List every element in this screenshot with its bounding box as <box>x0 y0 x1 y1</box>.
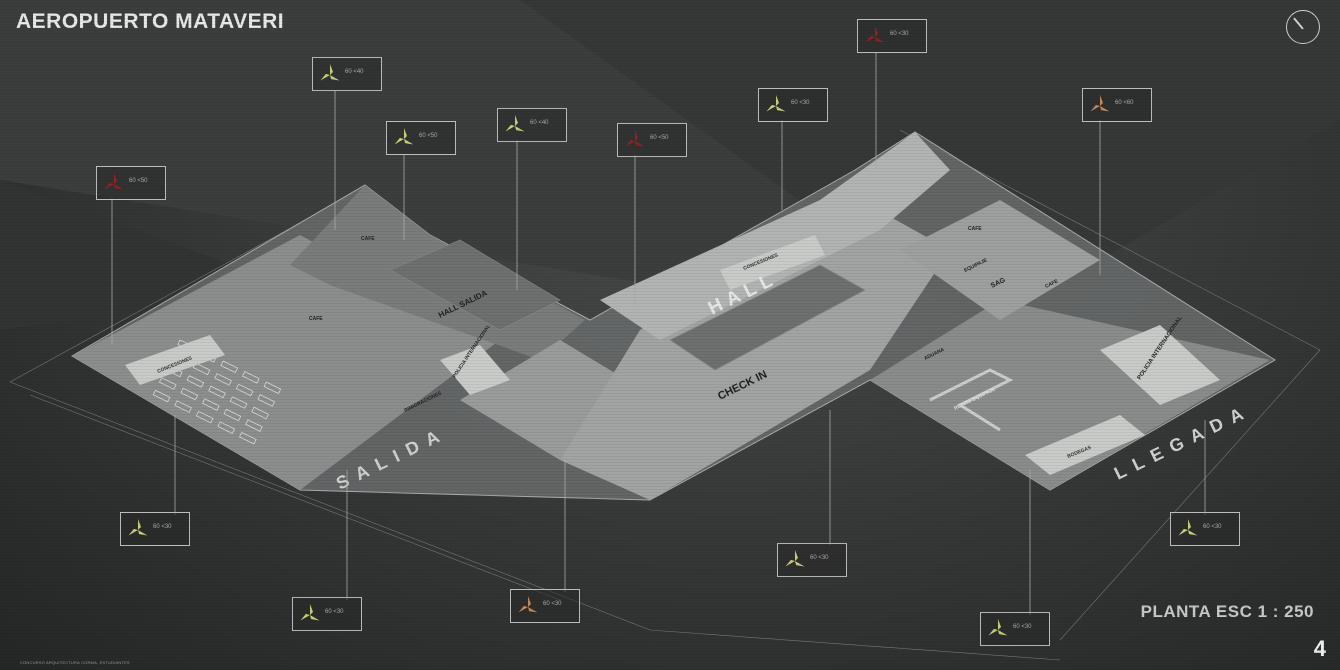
sensor-value: 60 <30 <box>810 555 829 561</box>
sensor-sign: 60 <50 <box>96 166 166 200</box>
page-title: AEROPUERTO MATAVERI <box>16 10 285 33</box>
fan-icon-yellow <box>785 550 805 567</box>
sensor-sign: 60 <50 <box>386 121 456 155</box>
fan-icon-orange <box>518 596 538 613</box>
concesiones-bar <box>125 335 225 385</box>
fan-icon-yellow <box>505 115 525 132</box>
fan-icon-red <box>104 173 124 190</box>
sensor-value: 60 <60 <box>1115 100 1134 106</box>
sensor-value: 60 <30 <box>543 601 562 607</box>
sensor-value: 60 <30 <box>1203 524 1222 530</box>
north-arrow-icon <box>1286 10 1320 44</box>
seating-left <box>152 339 282 445</box>
hall-area <box>560 200 950 500</box>
sensor-sign: 60 <50 <box>617 123 687 157</box>
policia-left-box <box>440 345 510 395</box>
label-cafe-right-top: CAFE <box>968 226 982 232</box>
seating-hall <box>669 264 866 371</box>
sensor-value: 60 <30 <box>890 31 909 37</box>
sensor-sign: 60 <30 <box>510 589 580 623</box>
sensor-sign: 60 <30 <box>1170 512 1240 546</box>
sensor-sign: 60 <30 <box>857 19 927 53</box>
policia-right-box <box>1100 325 1220 405</box>
scale-label: PLANTA ESC 1 : 250 <box>1140 602 1314 621</box>
sensor-value: 60 <30 <box>1013 624 1032 630</box>
sensor-sign: 60 <30 <box>120 512 190 546</box>
fan-icon-yellow <box>128 519 148 536</box>
hall-salida-seating <box>389 239 561 331</box>
fan-icon-yellow <box>300 604 320 621</box>
fan-icon-red <box>625 130 645 147</box>
fan-icon-yellow <box>988 619 1008 636</box>
sensor-sign: 60 <30 <box>777 543 847 577</box>
sensor-value: 60 <30 <box>153 524 172 530</box>
sensor-value: 60 <30 <box>791 100 810 106</box>
concesiones-hall-bar <box>720 235 825 290</box>
fan-icon-yellow <box>320 64 340 81</box>
sensor-value: 60 <50 <box>419 133 438 139</box>
sensor-value: 60 <40 <box>345 69 364 75</box>
sensor-sign: 60 <40 <box>312 57 382 91</box>
sensor-value: 60 <40 <box>530 120 549 126</box>
sensor-sign: 60 <60 <box>1082 88 1152 122</box>
sensor-sign: 60 <30 <box>292 597 362 631</box>
fan-icon-yellow <box>766 95 786 112</box>
page-number: 4 <box>1313 636 1326 661</box>
sensor-value: 60 <50 <box>650 135 669 141</box>
bodegas-bar <box>1025 415 1145 475</box>
fan-icon-yellow <box>1178 519 1198 536</box>
sensor-sign: 60 <40 <box>497 108 567 142</box>
baggage-carousel <box>929 368 1014 432</box>
sensor-value: 60 <50 <box>129 178 148 184</box>
fan-icon-red <box>865 26 885 43</box>
footer-note: CONCURSO ARQUITECTURA CORMA, ESTUDIANTES <box>20 660 130 665</box>
label-cafe-top: CAFE <box>361 236 375 242</box>
label-cafe-left: CAFE <box>309 316 323 322</box>
llegada-services <box>900 200 1100 320</box>
sensor-sign: 60 <30 <box>758 88 828 122</box>
sensor-value: 60 <30 <box>325 609 344 615</box>
hall-roof <box>600 132 950 340</box>
sensor-sign: 60 <30 <box>980 612 1050 646</box>
fan-icon-yellow <box>394 128 414 145</box>
leader-lines <box>111 52 1206 615</box>
fan-icon-orange <box>1090 95 1110 112</box>
label-cafe-right: CAFE <box>1044 278 1059 290</box>
